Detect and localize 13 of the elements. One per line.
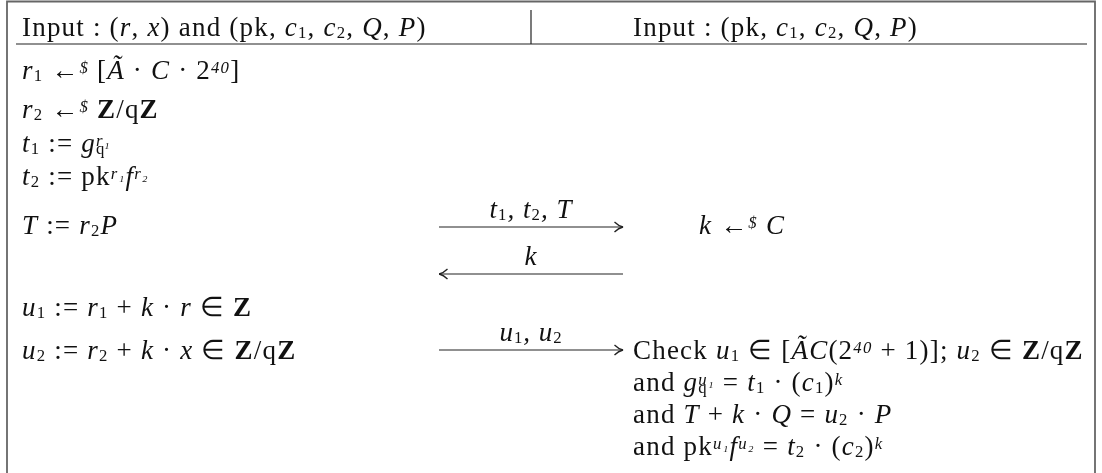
formula: r$_{1}$ ←$^{$}$ [Ã · C · 2$^{40}$] [22, 54, 241, 86]
formula: T := r$_{2}$P [22, 209, 119, 241]
formula: r$_{2}$ ←$^{$}$ Z/qZ [22, 93, 159, 125]
formula: u$_{2}$ := r$_{2}$ + k · x ∈ Z/qZ [22, 334, 297, 366]
column-header: Input : (pk, c$_{1}$, c$_{2}$, Q, P) [633, 11, 918, 43]
formula: and g$_{q}$$^{u₁}$ = t$_{1}$ · (c$_{1}$)$^{k}$ [633, 366, 844, 398]
formula: Check u$_{1}$ ∈ [ÃC(2$^{40}$ + 1)]; u$_{2}$ ∈ Z/qZ [633, 334, 1084, 366]
formula: t$_{2}$ := pk$^{r₁}$f$^{r₂}$ [22, 160, 149, 192]
formula: k ←$^{$}$ C [699, 209, 786, 241]
formula: and pk$^{u₁}$f$^{u₂}$ = t$_{2}$ · (c$_{2}$)$^{k}$ [633, 430, 884, 462]
formula: and T + k · Q = u$_{2}$ · P [633, 398, 893, 430]
column-header: Input : (r, x) and (pk, c$_{1}$, c$_{2}$, Q, P) [22, 11, 427, 43]
formula: u$_{1}$ := r$_{1}$ + k · r ∈ Z [22, 291, 253, 323]
